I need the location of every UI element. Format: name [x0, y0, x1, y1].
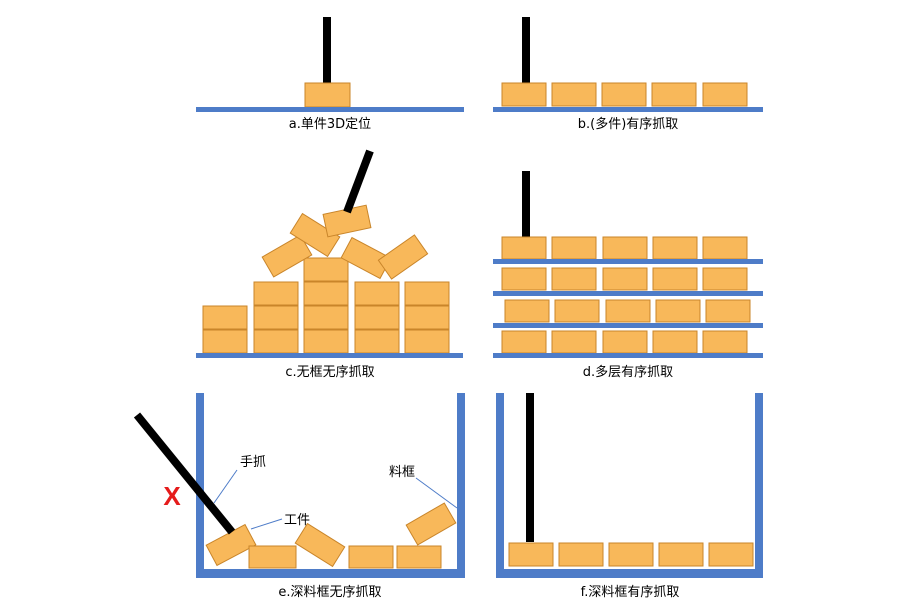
- bin-right-wall: [457, 393, 465, 578]
- workpiece: [304, 82, 351, 108]
- workpiece: [405, 502, 457, 546]
- workpiece: [554, 299, 600, 323]
- workpiece: [608, 542, 654, 567]
- caption-f: f.深料框有序抓取: [581, 585, 680, 600]
- surface: [196, 353, 463, 358]
- workpiece: [289, 212, 341, 258]
- shelf: [493, 353, 763, 358]
- callout-line-bin: [415, 477, 458, 509]
- bin-floor: [496, 569, 763, 578]
- surface: [493, 107, 763, 112]
- panel-a: a.单件3D定位: [196, 17, 464, 132]
- workpiece: [253, 305, 299, 330]
- workpiece: [202, 329, 248, 354]
- workpiece: [702, 267, 748, 291]
- workpiece: [501, 236, 547, 260]
- workpiece: [602, 267, 648, 291]
- callout-line-workpiece: [250, 518, 283, 530]
- workpiece: [602, 236, 648, 260]
- label-bin: 料框: [389, 465, 415, 480]
- panel-c: c.无框无序抓取: [196, 149, 463, 380]
- workpiece: [253, 281, 299, 306]
- callout-line-gripper: [213, 469, 238, 504]
- bin-floor: [196, 569, 465, 578]
- workpiece: [354, 329, 400, 354]
- workpiece: [652, 236, 698, 260]
- workpiece: [404, 281, 450, 306]
- workpiece: [303, 281, 349, 306]
- workpiece: [605, 299, 651, 323]
- workpiece: [294, 522, 346, 568]
- shelf: [493, 259, 763, 264]
- workpiece: [551, 267, 597, 291]
- workpiece: [253, 329, 299, 354]
- panel-d: d.多层有序抓取: [493, 171, 763, 380]
- robot-arm: [522, 17, 530, 83]
- collision-x-mark: X: [163, 481, 181, 511]
- panel-f: f.深料框有序抓取: [496, 393, 763, 600]
- caption-b: b.(多件)有序抓取: [578, 116, 679, 132]
- workpiece: [658, 542, 704, 567]
- workpiece: [202, 305, 248, 330]
- workpiece: [702, 330, 748, 354]
- workpiece: [508, 542, 554, 567]
- shelf: [493, 291, 763, 296]
- workpiece: [652, 267, 698, 291]
- workpiece: [601, 82, 647, 107]
- bin-right-wall: [755, 393, 763, 578]
- workpiece: [303, 329, 349, 354]
- workpiece: [652, 330, 698, 354]
- workpiece: [404, 329, 450, 354]
- workpiece: [354, 281, 400, 306]
- workpiece: [558, 542, 604, 567]
- workpiece: [205, 523, 257, 567]
- caption-c: c.无框无序抓取: [285, 365, 374, 380]
- workpiece: [404, 305, 450, 330]
- workpiece: [651, 82, 697, 107]
- bin-left-wall: [496, 393, 504, 578]
- robot-arm: [323, 17, 331, 83]
- workpiece: [303, 257, 349, 282]
- bin-left-wall: [196, 393, 204, 578]
- workpiece: [708, 542, 754, 567]
- robot-arm: [522, 171, 530, 237]
- caption-e: e.深料框无序抓取: [278, 585, 381, 600]
- robot-arm: [526, 393, 534, 542]
- panel-e: 手抓 工件 料框 X e.深料框无序抓取: [133, 393, 465, 600]
- workpiece: [303, 305, 349, 330]
- caption-d: d.多层有序抓取: [583, 364, 673, 380]
- workpiece: [377, 234, 429, 280]
- workpiece: [551, 82, 597, 107]
- panel-b: b.(多件)有序抓取: [493, 17, 763, 132]
- workpiece: [396, 545, 442, 569]
- workpiece: [655, 299, 701, 323]
- robot-arm: [133, 412, 236, 535]
- label-gripper: 手抓: [240, 455, 266, 470]
- workpiece: [551, 236, 597, 260]
- label-workpiece: 工件: [284, 513, 310, 528]
- workpiece: [354, 305, 400, 330]
- robot-arm: [343, 149, 374, 214]
- workpiece: [501, 267, 547, 291]
- workpiece: [248, 545, 297, 569]
- workpiece: [348, 545, 394, 569]
- workpiece: [702, 236, 748, 260]
- workpiece: [261, 234, 313, 278]
- surface: [196, 107, 464, 112]
- shelf: [493, 323, 763, 328]
- workpiece: [702, 82, 748, 107]
- workpiece: [501, 330, 547, 354]
- workpiece: [504, 299, 550, 323]
- workpiece: [551, 330, 597, 354]
- caption-a: a.单件3D定位: [289, 117, 371, 132]
- workpiece: [501, 82, 547, 107]
- workpiece: [705, 299, 751, 323]
- workpiece: [602, 330, 648, 354]
